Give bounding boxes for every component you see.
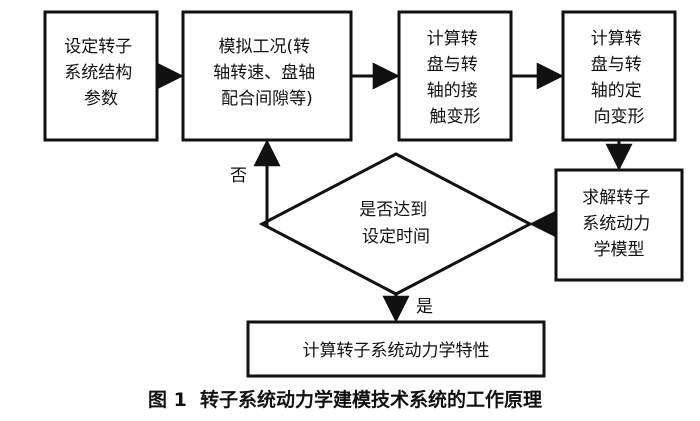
svg-text:是否达到 设定时间: 是否达到 设定时间 (359, 200, 432, 247)
node-set-structure-line-1: 设定转子 (64, 37, 132, 57)
node-solve-model-line-3: 学模型 (594, 240, 645, 260)
node-compute-characteristics-text: 计算转子系统动力学特性 (303, 341, 490, 361)
node-set-structure-line-3: 参数 (84, 89, 118, 109)
node-simulate: 模拟工况(转 轴转速、盘轴 配合间隙等) (181, 10, 353, 142)
node-decision-line-2: 设定时间 (362, 227, 430, 247)
svg-text:模拟工况(转 轴转速、盘轴 配合间隙: 模拟工况(转 轴转速、盘轴 配合间隙等) (213, 37, 320, 109)
node-orient-deform-line-4: 向变形 (594, 107, 645, 127)
node-contact-deform-line-3: 轴的接 (427, 81, 478, 101)
label-yes: 是 (416, 297, 433, 317)
svg-text:计算转 盘与转 轴的接: 计算转 盘与转 轴的接 触变形 (427, 29, 483, 127)
node-orient-deform-line-3: 轴的定 (591, 81, 642, 101)
node-simulate-line-2: 轴转速、盘轴 (213, 63, 315, 83)
node-orient-deform-line-1: 计算转 (591, 29, 642, 49)
node-simulate-line-3: 配合间隙等) (221, 89, 313, 109)
svg-text:设定转子 系统结构 参数: 设定转子 系统结构 参数 (64, 37, 137, 109)
node-set-structure-line-2: 系统结构 (64, 63, 132, 83)
figure-caption: 转子系统动力学建模技术系统的工作原理 (200, 388, 542, 411)
node-decision-line-1: 是否达到 (359, 200, 427, 220)
node-orient-deform-line-2: 盘与转 (591, 55, 642, 75)
node-orient-deform: 计算转 盘与转 轴的定 向变形 (561, 10, 677, 142)
node-compute-characteristics: 计算转子系统动力学特性 (246, 320, 546, 378)
node-decision: 是否达到 设定时间 (258, 152, 534, 296)
node-solve-model: 求解转子 系统动力 学模型 (554, 168, 684, 282)
svg-text:求解转子 系统动力 学模型: 求解转子 系统动力 学模型 (582, 188, 655, 260)
node-solve-model-line-1: 求解转子 (582, 188, 650, 208)
node-set-structure: 设定转子 系统结构 参数 (43, 10, 159, 142)
node-contact-deform-line-1: 计算转 (427, 29, 478, 49)
node-contact-deform: 计算转 盘与转 轴的接 触变形 (397, 10, 513, 142)
node-simulate-line-1: 模拟工况(转 (218, 37, 310, 57)
node-solve-model-line-2: 系统动力 (582, 214, 650, 234)
node-contact-deform-line-2: 盘与转 (427, 55, 478, 75)
edge-decision-no-to-simulate (253, 139, 281, 226)
figure-number: 图 1 (148, 389, 187, 411)
svg-text:计算转 盘与转 轴的定: 计算转 盘与转 轴的定 向变形 (591, 29, 647, 127)
node-contact-deform-line-4: 触变形 (430, 107, 481, 127)
edges (156, 62, 633, 323)
label-no: 否 (230, 166, 247, 186)
